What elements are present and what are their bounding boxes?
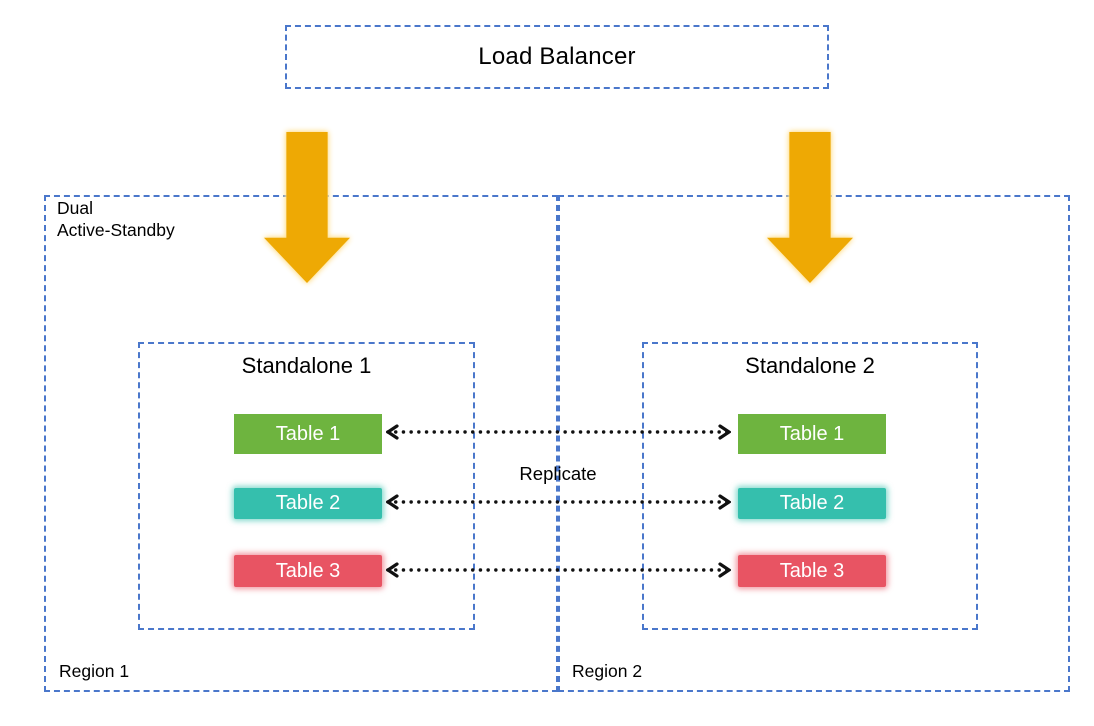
standalone-1-table-1: Table 1 xyxy=(234,414,382,454)
standalone-2-table-1: Table 1 xyxy=(738,414,886,454)
load-balancer-label: Load Balancer xyxy=(478,43,636,70)
cluster-label: Dual Active-Standby xyxy=(57,197,175,241)
standalone-1-box: Standalone 1 Table 1 Table 2 Table 3 xyxy=(138,342,475,630)
standalone-1-title: Standalone 1 xyxy=(241,353,372,378)
region-1-label: Region 1 xyxy=(59,661,130,681)
down-arrow-left-shape xyxy=(264,132,350,283)
cluster-label-line2: Active-Standby xyxy=(57,220,175,240)
standalone-2-table-2: Table 2 xyxy=(738,488,886,519)
down-arrow-left xyxy=(264,132,350,283)
cluster-label-line1: Dual xyxy=(57,198,93,218)
standalone-1-table-3: Table 3 xyxy=(234,555,382,587)
standalone-1-table-2: Table 2 xyxy=(234,488,382,519)
standalone-2-table-3: Table 3 xyxy=(738,555,886,587)
down-arrow-right-shape xyxy=(767,132,853,283)
down-arrow-right xyxy=(767,132,853,283)
replicate-label: Replicate xyxy=(519,463,597,484)
load-balancer-box: Load Balancer xyxy=(285,25,829,89)
standalone-2-title: Standalone 2 xyxy=(745,353,875,378)
standalone-2-box: Standalone 2 Table 1 Table 2 Table 3 xyxy=(642,342,978,630)
region-2-label: Region 2 xyxy=(572,661,643,681)
